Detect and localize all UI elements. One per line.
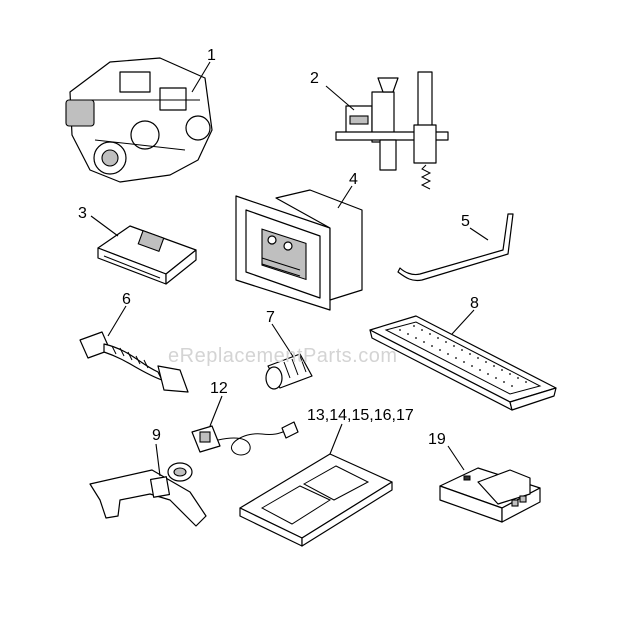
callout-7: 7 <box>266 309 275 326</box>
part-9-bracket <box>89 462 207 527</box>
leader-1 <box>191 61 211 93</box>
leader-19 <box>447 445 465 471</box>
callout-13: 13,14,15,16,17 <box>307 407 414 424</box>
part-6-flex-connector <box>79 331 189 393</box>
part-8-burner-tray <box>369 315 557 411</box>
callout-8: 8 <box>470 295 479 312</box>
part-19-control-box <box>439 467 541 523</box>
leader-2 <box>325 85 355 111</box>
callout-9: 9 <box>152 427 161 444</box>
part-13-17-panel <box>239 453 393 547</box>
part-3-control-module <box>97 225 197 285</box>
part-1-gas-valve <box>65 57 213 183</box>
leader-5 <box>469 227 489 241</box>
leader-13 <box>329 423 343 455</box>
leader-3 <box>90 215 119 237</box>
part-2-pilot-assembly <box>335 71 449 190</box>
leader-4 <box>337 185 353 209</box>
callout-4: 4 <box>349 171 358 188</box>
leader-6 <box>107 305 127 337</box>
callout-6: 6 <box>122 291 131 308</box>
leader-7 <box>271 323 295 359</box>
callout-2: 2 <box>310 70 319 87</box>
callout-5: 5 <box>461 213 470 230</box>
part-7-fitting <box>265 353 313 390</box>
leader-9 <box>155 443 161 477</box>
callout-3: 3 <box>78 205 87 222</box>
callout-19: 19 <box>428 431 446 448</box>
callout-1: 1 <box>207 47 216 64</box>
leader-8 <box>451 309 475 335</box>
callout-12: 12 <box>210 380 228 397</box>
part-5-rod <box>397 213 514 282</box>
part-4-control-panel <box>235 189 363 311</box>
watermark: eReplacementParts.com <box>168 345 397 367</box>
part-12-sensor <box>191 421 299 456</box>
leader-12 <box>209 395 223 427</box>
